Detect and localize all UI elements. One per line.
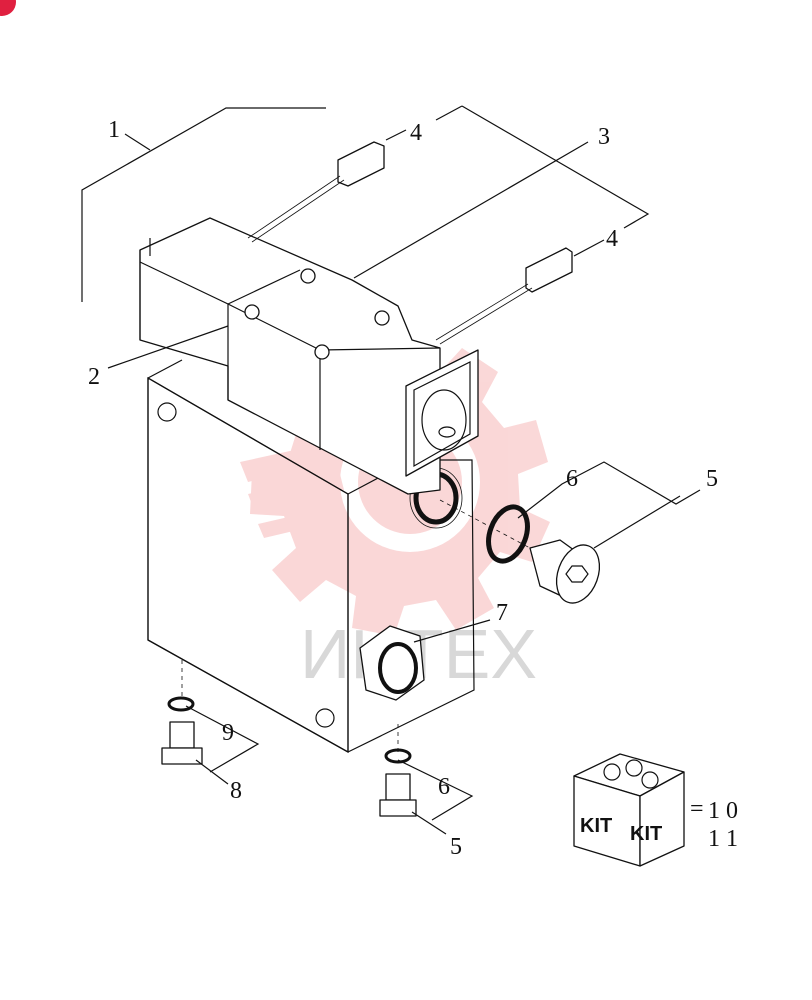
kit-box: KIT KIT (573, 753, 685, 867)
leader-lines (81, 105, 701, 835)
kit-ref-2: 1 1 (708, 826, 738, 852)
callout-4-lower: 4 (606, 226, 618, 252)
callout-8: 8 (230, 778, 242, 804)
callout-1: 1 (108, 117, 120, 143)
callout-2: 2 (88, 364, 100, 390)
callout-6-right: 6 (566, 466, 578, 492)
kit-ref-1: 1 0 (708, 798, 738, 824)
kit-label-left: KIT (580, 815, 612, 837)
callout-5-right: 5 (706, 466, 718, 492)
callout-9: 9 (222, 720, 234, 746)
plug-bottom-right (379, 724, 417, 817)
fitting-7 (359, 625, 425, 701)
callout-7: 7 (496, 600, 508, 626)
kit-ref-symbol: = (690, 796, 704, 822)
kit-label-right: KIT (630, 823, 662, 845)
electrical-connector-upper (247, 141, 385, 243)
electrical-connector-lower (435, 247, 573, 345)
plug-bottom-left (161, 660, 203, 765)
callout-3: 3 (598, 124, 610, 150)
callout-4-upper: 4 (410, 120, 422, 146)
callout-5-bottom: 5 (450, 834, 462, 860)
o-ring-right (439, 499, 531, 564)
callout-6-bottom: 6 (438, 774, 450, 800)
plug-right (529, 539, 601, 604)
solenoid-valve (139, 217, 479, 495)
